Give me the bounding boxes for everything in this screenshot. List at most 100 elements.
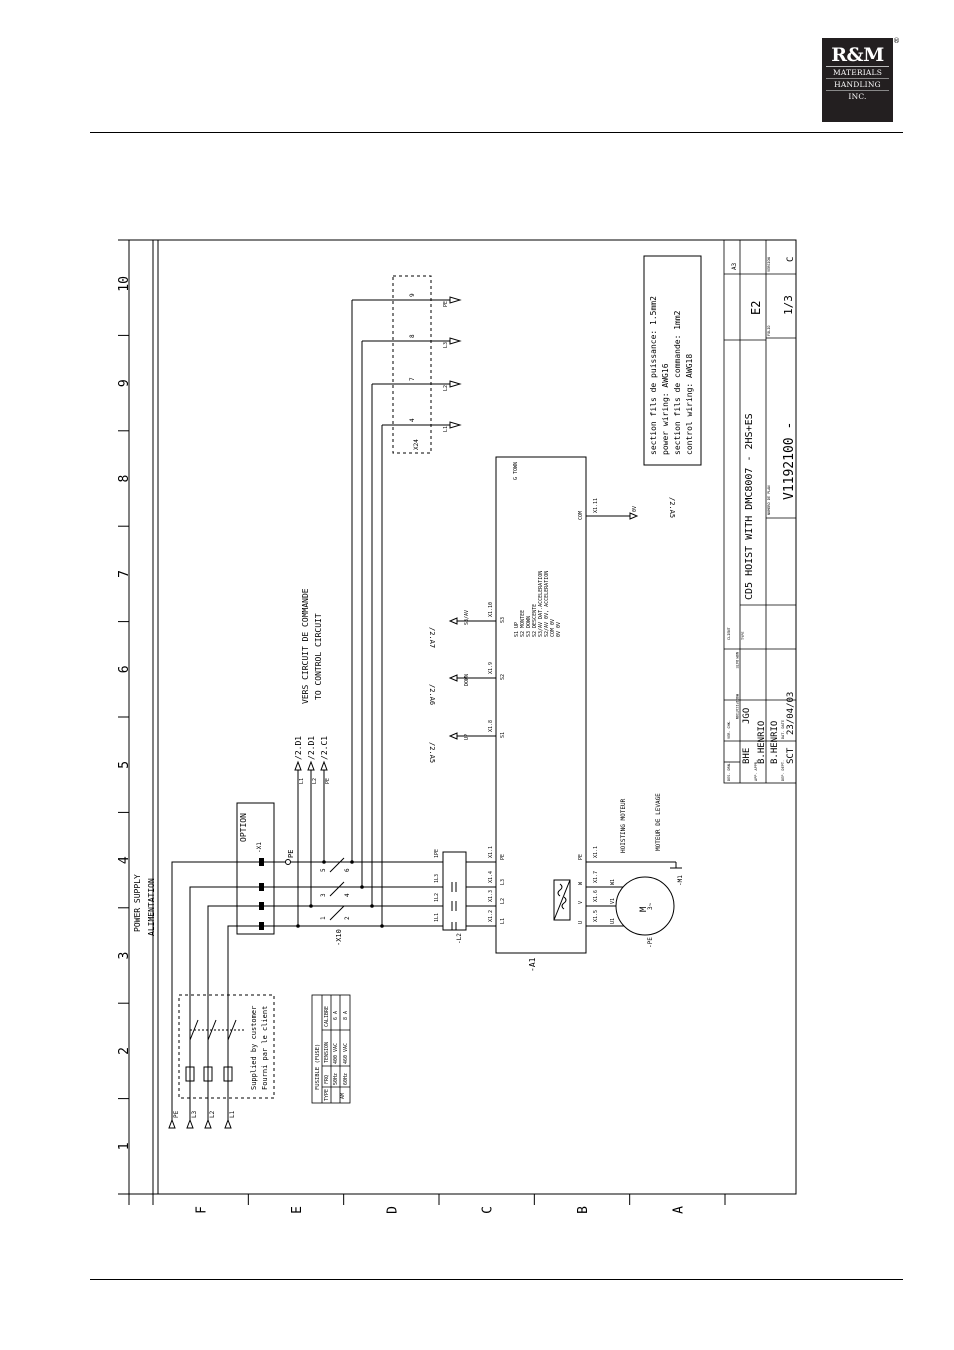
tb-header-date: DAT. DATE <box>781 720 785 739</box>
tb-drawn: BHE <box>742 748 752 764</box>
fuse-cell-460v: 460 VAC <box>343 1043 349 1064</box>
motor-label-fr: MOTEUR DE LEVAGE <box>655 793 662 851</box>
drive-terminal-3: L3 <box>500 879 506 885</box>
x10-terminal-3: 3 <box>320 893 327 897</box>
pe-terminal-label: PE <box>287 850 295 858</box>
grid-column-label: 9 <box>117 379 132 387</box>
drive-legend-6: S2/AV 0V, ACCELERATION <box>544 571 550 637</box>
signal-1-t: S1 <box>500 732 506 738</box>
x10-terminal-1: 1 <box>320 916 327 920</box>
fuse-table: FUSIBLE (FUSE) TYPE FRQ TENSION CALIBRE … <box>311 994 351 1104</box>
signal-3-ref: /2.A7 <box>428 627 436 648</box>
registered-mark: ® <box>893 37 900 45</box>
control-ref-1: /2.D1 <box>294 736 303 760</box>
filter-label-2: 1L2 <box>434 893 440 902</box>
drive-legend-5: S3/AV DAT.ACCELERATION <box>538 571 544 637</box>
x24-term-9: 9 <box>409 293 416 297</box>
motor-term-v1: V1 <box>610 898 616 904</box>
drawing-frame <box>128 239 797 1205</box>
com-t: COM <box>578 511 584 520</box>
com-sig: 0V <box>632 506 638 512</box>
tb-format: A3 <box>731 262 738 270</box>
grid-column-label: 2 <box>117 1047 132 1055</box>
fuse-cell-60hz: 60Hz <box>343 1073 349 1085</box>
control-circuit-fr: VERS CIRCUIT DE COMMANDE <box>301 588 310 704</box>
com-ref: /2.A5 <box>668 497 676 518</box>
drive-terminal-1: L1 <box>500 918 506 924</box>
option-label: OPTION <box>239 813 248 842</box>
line-pe: PE <box>173 1110 180 1118</box>
grid-column-label: 5 <box>117 761 132 769</box>
drive-tag: -A1 <box>528 957 537 972</box>
motor-pe: -PE <box>647 937 654 948</box>
customer-note-en: Supplied by customer <box>250 1006 258 1090</box>
control-wire-l1: L1 <box>299 778 305 784</box>
motor-term-u1: U1 <box>610 918 616 924</box>
option-tag: -X1 <box>256 842 263 853</box>
tb-header-plan: NUMERO DE PLAN <box>767 485 771 515</box>
grid-column-label: 6 <box>117 665 132 673</box>
motor-label-en: HOISTING MOTEUR <box>620 798 627 853</box>
motor-term-w1: W1 <box>610 879 616 885</box>
grid-row-label: A <box>671 1206 686 1214</box>
drive-top-label: G TOWN <box>513 462 519 480</box>
grid-column-label: 1 <box>117 1142 132 1150</box>
signal-2-t: S2 <box>500 674 506 680</box>
signal-1-sig: UP <box>464 734 470 740</box>
drive-legend-7: COM 0V <box>550 619 556 637</box>
grid-row-label: F <box>195 1206 210 1214</box>
line-l1: L1 <box>229 1110 236 1118</box>
x10-terminal-6: 6 <box>344 868 351 872</box>
customer-note-fr: Fourni par le client <box>261 1006 269 1090</box>
drive-legend-4: S2 DESCENTE <box>532 604 538 637</box>
fuse-header-frq: FRQ <box>324 1075 330 1084</box>
grid-column-label: 8 <box>117 475 132 483</box>
tb-header-folio: FOLIO <box>767 325 771 336</box>
drive-input-3: X1.4 <box>488 871 494 883</box>
x24-wire-l2: L2 <box>443 385 449 391</box>
drive-output-1: X1.5 <box>593 910 599 922</box>
footer-rule <box>90 1279 903 1280</box>
grid-row-label: B <box>576 1206 591 1214</box>
grid-column-label: 4 <box>117 856 132 864</box>
tb-approved: B.HENRIO <box>770 721 780 764</box>
drive-terminal-2: L2 <box>500 898 506 904</box>
control-circuit-en: TO CONTROL CIRCUIT <box>314 613 323 700</box>
junction-dots <box>296 860 384 928</box>
tb-sheet: E2 <box>749 301 763 315</box>
power-supply-label: POWER SUPPLY <box>133 874 142 932</box>
fuse-cell-6a: 6 A <box>333 1011 339 1020</box>
drive-legend-3: S3 DOWN <box>526 616 532 637</box>
fuse-cell-am: AM <box>340 1093 346 1099</box>
x24-term-7: 7 <box>409 377 416 381</box>
drive-legend-1: S1 UP <box>514 622 520 637</box>
grid-column-label: 7 <box>117 570 132 578</box>
tb-header-type: TYPE <box>741 632 745 640</box>
filter-label-3: 1L3 <box>434 874 440 883</box>
drive-a1 <box>448 456 682 954</box>
control-ref-2: /2.D1 <box>307 736 316 760</box>
drive-input-4: X1.1 <box>488 846 494 858</box>
fuse-cell-400v: 400 VAC <box>333 1043 339 1064</box>
line-l2: L2 <box>209 1110 216 1118</box>
grid-column-label: 3 <box>117 952 132 960</box>
drive-input-2: X1.3 <box>488 890 494 902</box>
motor-tag: -M1 <box>677 875 684 886</box>
x10-terminal-4: 4 <box>344 893 351 897</box>
control-wire-l2: L2 <box>312 778 318 784</box>
tb-page: 1/3 <box>782 295 795 315</box>
control-wire-pe: PE <box>325 778 331 784</box>
filter-label-4: 1PE <box>434 849 440 858</box>
x24-tag: X24 <box>413 439 420 450</box>
control-arrows <box>294 760 328 771</box>
wiring-notes <box>643 255 702 466</box>
x24-wire-l3: L3 <box>443 342 449 348</box>
option-terminal-block <box>236 802 291 935</box>
tb-header-moddate: DATE <box>735 660 739 668</box>
signal-1-ref: /2.A5 <box>428 742 436 763</box>
company-logo: R&M MATERIALS HANDLING INC. <box>822 38 893 122</box>
signal-2-sig: DOWN <box>464 674 470 686</box>
com-x: X1.11 <box>593 498 599 513</box>
fuse-header-tension: TENSION <box>324 1042 330 1063</box>
